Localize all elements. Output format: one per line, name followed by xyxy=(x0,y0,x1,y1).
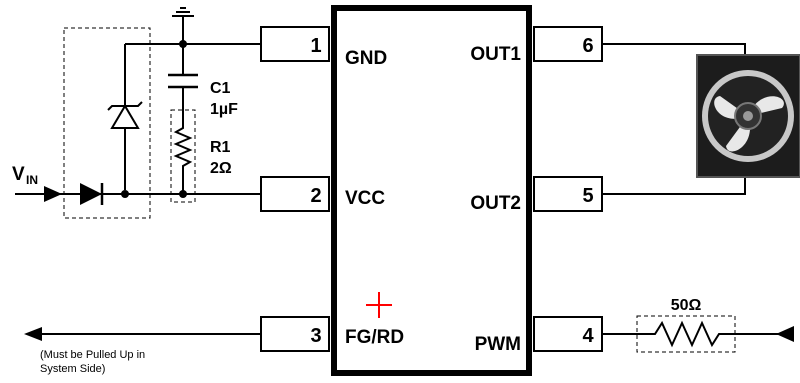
gnd-wiring xyxy=(124,7,261,190)
capacitor-c1 xyxy=(168,73,198,118)
vin-subscript: IN xyxy=(26,173,38,187)
pin-6-label: OUT1 xyxy=(470,44,521,65)
r-pwm-value: 50Ω xyxy=(671,297,702,314)
pullup-note-line1: (Must be Pulled Up in xyxy=(40,349,145,361)
pin-4-number: 4 xyxy=(582,325,594,347)
r1-dashed-box xyxy=(170,109,196,203)
fg-rd-wiring xyxy=(24,327,261,341)
red-cross-marker xyxy=(366,292,392,318)
pin-2-label: VCC xyxy=(345,188,385,209)
zener-diode xyxy=(107,101,143,129)
pin-5-number: 5 xyxy=(582,185,593,207)
resistor-r1 xyxy=(173,118,193,194)
vin-label: V xyxy=(12,164,25,185)
pin-1-label: GND xyxy=(345,48,387,69)
output-wiring xyxy=(602,43,746,195)
pin-5-label: OUT2 xyxy=(470,193,521,214)
vcc-wiring xyxy=(15,183,261,205)
pin-1-number: 1 xyxy=(310,35,321,57)
c1-value: 1µF xyxy=(210,101,238,118)
pin-3-label: FG/RD xyxy=(345,327,404,348)
c1-name: C1 xyxy=(210,80,231,97)
r1-name: R1 xyxy=(210,139,231,156)
fan-icon xyxy=(696,54,800,178)
pullup-note-line2: System Side) xyxy=(40,363,105,375)
protection-dashed-box xyxy=(63,27,151,219)
r1-value: 2Ω xyxy=(210,160,232,177)
ic-body xyxy=(331,5,532,376)
pwm-wiring xyxy=(602,320,794,348)
pin-2-number: 2 xyxy=(310,185,321,207)
pin-6-number: 6 xyxy=(582,35,593,57)
pin-4-label: PWM xyxy=(475,334,521,355)
r-pwm-dashed-box xyxy=(636,315,736,353)
pin-3-number: 3 xyxy=(310,325,321,347)
